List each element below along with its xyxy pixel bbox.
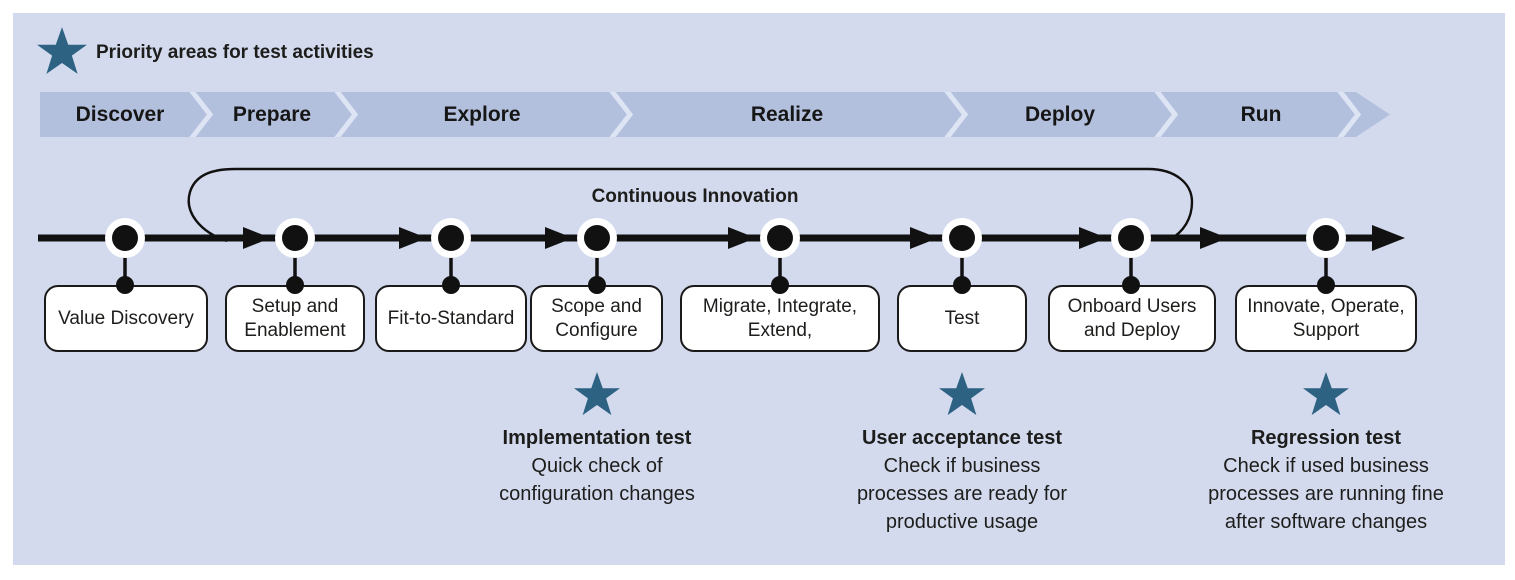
phase-explore: Explore	[443, 103, 521, 126]
phase-realize: Realize	[750, 103, 824, 126]
pin-dot	[771, 276, 789, 294]
pin-dot	[116, 276, 134, 294]
legend-label: Priority areas for test activities	[96, 42, 374, 63]
test-description-line: processes are ready for	[856, 483, 1068, 505]
pin-dot	[442, 276, 460, 294]
activity-box-fit-to-standard: Fit-to-Standard	[375, 285, 527, 352]
chevron-separator-icon	[334, 92, 359, 137]
activity-box-scope-configure: Scope and Configure	[530, 285, 663, 352]
test-description-line: configuration changes	[499, 483, 695, 505]
test-description-line: processes are running fine	[1208, 483, 1444, 505]
activity-box-setup-enablement: Setup and Enablement	[225, 285, 365, 352]
priority-star-icon	[1303, 371, 1349, 416]
test-block-regression: Regression test Check if used business p…	[1161, 424, 1491, 536]
priority-star-icon	[37, 27, 87, 74]
priority-star-icon	[939, 371, 985, 416]
test-description-line: Quick check of	[531, 455, 663, 477]
test-title: Regression test	[1250, 427, 1402, 449]
test-block-implementation: Implementation test Quick check of confi…	[432, 424, 762, 508]
phase-run: Run	[1240, 103, 1282, 126]
activity-box-test: Test	[897, 285, 1027, 352]
pin-dot	[1122, 276, 1140, 294]
activity-box-innovate-operate: Innovate, Operate, Support	[1235, 285, 1417, 352]
activity-box-value-discovery: Value Discovery	[44, 285, 208, 352]
continuous-innovation-label: Continuous Innovation	[591, 186, 799, 207]
phase-deploy: Deploy	[1024, 103, 1095, 126]
test-title: Implementation test	[502, 427, 692, 449]
chevron-separator-icon	[189, 92, 214, 137]
phase-discover: Discover	[75, 103, 165, 126]
pin-dot	[1317, 276, 1335, 294]
test-description-line: Check if used business	[1223, 455, 1429, 477]
continuous-innovation-loop	[187, 167, 1194, 243]
test-description-line: productive usage	[885, 511, 1039, 533]
pin-dot	[953, 276, 971, 294]
milestone-dots	[105, 218, 1346, 258]
chevron-separator-icon	[1337, 92, 1362, 137]
priority-star-icon	[574, 371, 620, 416]
chevron-separator-icon	[1154, 92, 1179, 137]
pin-dot	[588, 276, 606, 294]
pin-dot	[286, 276, 304, 294]
phase-band	[40, 92, 1390, 137]
chevron-separator-icon	[609, 92, 634, 137]
test-block-user-acceptance: User acceptance test Check if business p…	[797, 424, 1127, 536]
activity-box-onboard-deploy: Onboard Users and Deploy	[1048, 285, 1216, 352]
phase-prepare: Prepare	[232, 103, 312, 126]
chevron-separator-icon	[944, 92, 969, 137]
test-title: User acceptance test	[861, 427, 1063, 449]
activity-box-migrate-integrate: Migrate, Integrate, Extend,	[680, 285, 880, 352]
test-description-line: Check if business	[883, 455, 1041, 477]
test-description-line: after software changes	[1224, 511, 1428, 533]
